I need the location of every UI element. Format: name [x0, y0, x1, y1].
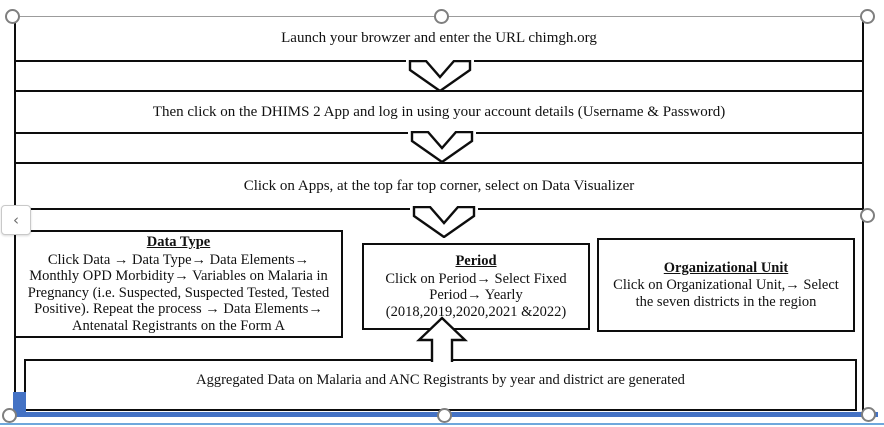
prev-page-button[interactable]: ‹ [1, 205, 31, 235]
flow-step-label: Launch your browzer and enter the URL ch… [281, 30, 597, 46]
period-box[interactable]: Period Click on Period→ Select Fixed Per… [362, 243, 590, 330]
up-arrow-icon [416, 316, 468, 362]
down-arrow-icon [408, 131, 476, 163]
resize-handle-top-center[interactable] [434, 9, 449, 24]
blue-border-bottom-thin-line [0, 423, 884, 425]
data-type-text: Click Data → Data Type→ Data Elements→ M… [27, 251, 330, 334]
result-box[interactable]: Aggregated Data on Malaria and ANC Regis… [24, 359, 857, 411]
down-arrow-icon [410, 206, 478, 238]
org-unit-box[interactable]: Organizational Unit Click on Organizatio… [597, 238, 855, 332]
resize-handle-bottom-center[interactable] [437, 408, 452, 423]
org-unit-text: Click on Organizational Unit,→ Select th… [613, 277, 839, 310]
resize-handle-top-right[interactable] [860, 9, 875, 24]
flow-step-open-visualizer[interactable]: Click on Apps, at the top far top corner… [14, 162, 864, 210]
down-arrow-icon [406, 60, 474, 92]
chevron-left-icon: ‹ [13, 210, 19, 229]
flow-step-label: Click on Apps, at the top far top corner… [243, 177, 635, 194]
blue-border-left-sliver [13, 392, 26, 415]
flow-step-login-dhims[interactable]: Then click on the DHIMS 2 App and log in… [14, 90, 864, 134]
resize-handle-middle-right[interactable] [860, 208, 875, 223]
data-type-box[interactable]: Data Type Click Data → Data Type→ Data E… [14, 230, 343, 338]
resize-handle-bottom-right[interactable] [861, 407, 876, 422]
resize-handle-bottom-left[interactable] [2, 408, 17, 423]
data-type-title: Data Type [146, 234, 211, 250]
resize-handle-top-left[interactable] [5, 9, 20, 24]
flow-step-label: Then click on the DHIMS 2 App and log in… [152, 103, 726, 120]
org-unit-title: Organizational Unit [663, 259, 789, 276]
result-text: Aggregated Data on Malaria and ANC Regis… [196, 372, 685, 388]
period-text: Click on Period→ Select Fixed Period→ Ye… [385, 270, 567, 320]
period-title: Period [455, 253, 497, 269]
